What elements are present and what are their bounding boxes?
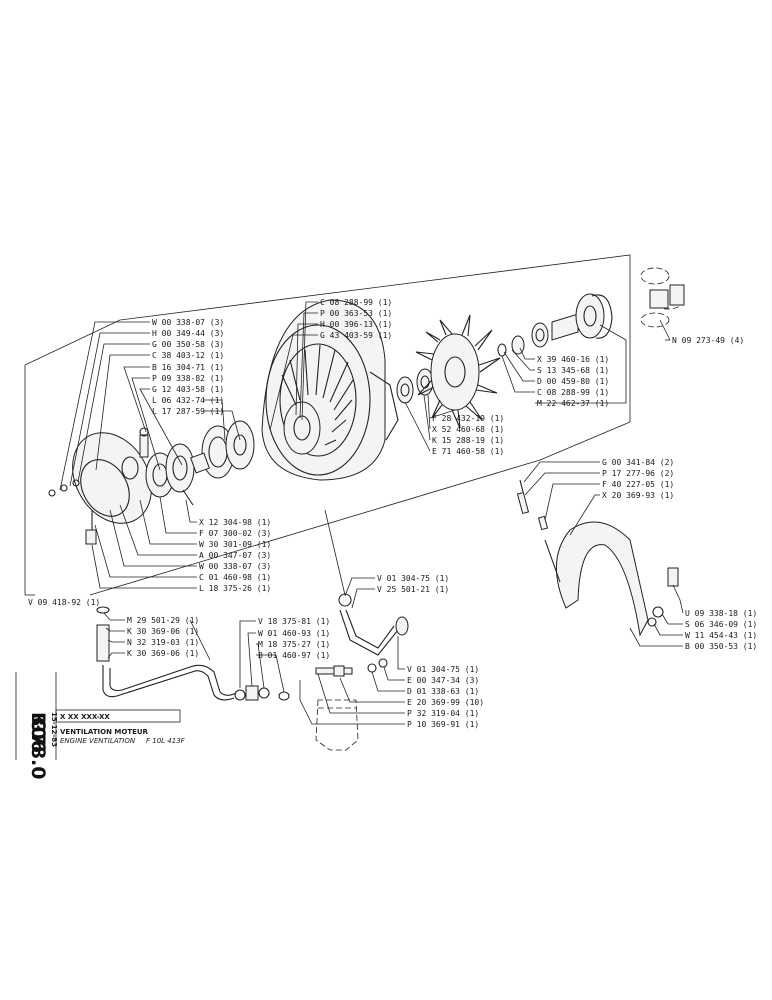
callout-label: H 00 349-44 (3) (152, 329, 224, 338)
callout-label: V 01 304-75 (1) (407, 665, 479, 674)
callout-label: N 32 319-03 (1) (127, 638, 199, 647)
callout-label: W 01 460-93 (1) (258, 629, 330, 638)
title-block: B06 G78.0 15-12-83 X XX XXX-XX VENTILATI… (15, 672, 186, 779)
callout-label: M 29 501-29 (1) (127, 616, 199, 625)
callout-labels: W 00 338-07 (3) H 00 349-44 (3) G 00 350… (28, 298, 757, 729)
container-part (315, 699, 359, 751)
callout-label: G 12 403-58 (1) (152, 385, 224, 394)
engine-model: F 10L 413F (146, 737, 186, 745)
callout-label: H 00 396-13 (1) (320, 320, 392, 329)
callout-label: G 00 350-58 (3) (152, 340, 224, 349)
callout-label: V 09 418-92 (1) (28, 598, 100, 607)
callout-label: K 30 369-06 (1) (127, 649, 199, 658)
sheet-reference: X XX XXX-XX (60, 713, 110, 721)
belt-guard-part (516, 479, 679, 637)
callout-label: C 08 288-99 (1) (537, 388, 609, 397)
callout-label: F 07 300-02 (3) (199, 529, 271, 538)
callout-label: P 09 338-82 (1) (152, 374, 224, 383)
diagram-frame (24, 254, 631, 596)
callout-label: B 00 350-53 (1) (685, 642, 757, 651)
callout-label: M 22 462-37 (1) (537, 399, 609, 408)
callout-label: K 15 288-19 (1) (432, 436, 504, 445)
callout-label: W 11 454-43 (1) (685, 631, 757, 640)
callout-label: W 00 338-07 (3) (152, 318, 224, 327)
leader-lines (59, 301, 684, 725)
callout-label: G 00 341-84 (2) (602, 458, 674, 467)
callout-label: X 20 369-93 (1) (602, 491, 674, 500)
callout-label: P 32 319-04 (1) (407, 709, 479, 718)
callout-label: G 43 403-59 (1) (320, 331, 392, 340)
sheet-title-english: ENGINE VENTILATION (60, 737, 136, 745)
sheet-date: 15-12-83 (50, 712, 58, 747)
pulley-hub-part (190, 419, 286, 479)
oil-pipe-part (96, 606, 290, 701)
callout-label: P 00 363-53 (1) (320, 309, 392, 318)
callout-label: K 30 369-06 (1) (127, 627, 199, 636)
callout-label: B 16 304-71 (1) (152, 363, 224, 372)
callout-label: X 12 304-98 (1) (199, 518, 271, 527)
sheet-code-b: B06 (27, 712, 49, 753)
callout-label: L 06 432-74 (1) (152, 396, 224, 405)
hose-assembly-part (315, 593, 409, 677)
callout-label: C 01 460-98 (1) (199, 573, 271, 582)
sheet-title-french: VENTILATION MOTEUR (60, 728, 149, 736)
callout-label: C 08 288-99 (1) (320, 298, 392, 307)
callout-label: S 13 345-68 (1) (537, 366, 609, 375)
callout-label: L 18 375-26 (1) (199, 584, 271, 593)
parts-drawing (48, 267, 685, 751)
callout-label: C 38 403-12 (1) (152, 351, 224, 360)
callout-label: E 20 369-99 (10) (407, 698, 484, 707)
sheet-code-g: G78.0 (27, 717, 49, 779)
shaft-assembly-part (497, 293, 613, 357)
callout-label: N 09 273-49 (4) (672, 336, 744, 345)
callout-label: E 00 347-34 (3) (407, 676, 479, 685)
callout-label: V 01 304-75 (1) (377, 574, 449, 583)
callout-label: X 39 460-16 (1) (537, 355, 609, 364)
callout-label: L 17 287-59 (1) (152, 407, 224, 416)
callout-label: S 06 346-09 (1) (685, 620, 757, 629)
callout-label: F 28 432-19 (1) (432, 414, 504, 423)
callout-label: F 40 227-05 (1) (602, 480, 674, 489)
callout-label: E 71 460-58 (1) (432, 447, 504, 456)
callout-label: P 17 277-96 (2) (602, 469, 674, 478)
callout-label: V 25 501-21 (1) (377, 585, 449, 594)
fan-housing-part (261, 299, 399, 481)
fastener-inset-part (640, 267, 685, 328)
callout-label: X 52 460-68 (1) (432, 425, 504, 434)
callout-label: P 10 369-91 (1) (407, 720, 479, 729)
callout-label: A 00 347-07 (3) (199, 551, 271, 560)
callout-label: M 18 375-27 (1) (258, 640, 330, 649)
fan-cover-part (48, 432, 152, 545)
callout-label: U 09 338-18 (1) (685, 609, 757, 618)
spacer-rings-part (396, 368, 434, 404)
callout-label: D 01 338-63 (1) (407, 687, 479, 696)
callout-label: V 18 375-81 (1) (258, 617, 330, 626)
callout-label: W 00 338-07 (3) (199, 562, 271, 571)
callout-label: W 30 301-09 (1) (199, 540, 271, 549)
callout-label: B 01 460-97 (1) (258, 651, 330, 660)
callout-label: D 00 459-80 (1) (537, 377, 609, 386)
